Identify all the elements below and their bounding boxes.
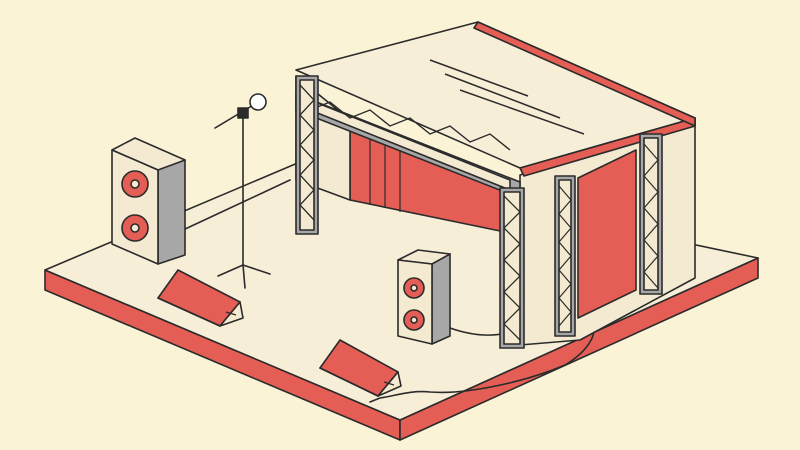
microphone-icon — [214, 93, 271, 289]
truss-column-side-1 — [554, 175, 576, 337]
truss-column-side-2 — [639, 133, 663, 295]
truss-column-left — [295, 75, 319, 235]
roof-vents — [429, 59, 585, 135]
stage-monitor-right — [319, 339, 402, 397]
speaker-icon — [403, 277, 425, 331]
speaker-left — [111, 137, 186, 265]
speaker-right — [397, 249, 451, 345]
speaker-left-front — [111, 149, 159, 265]
speaker-right-front — [397, 259, 433, 345]
truss-column-right — [499, 187, 525, 349]
stage-structure — [295, 21, 696, 349]
curtain-folds — [369, 130, 401, 212]
microphone-stand — [214, 93, 271, 289]
cable-left-speaker — [182, 179, 291, 231]
stage-monitor-left — [157, 269, 244, 327]
speaker-icon — [121, 170, 149, 242]
stage-monitor-icon — [225, 311, 237, 316]
speaker-right-side — [431, 253, 451, 345]
roof-edge-back — [473, 21, 696, 127]
stage-monitor-icon — [383, 381, 395, 386]
right-side-curtain — [577, 149, 637, 319]
